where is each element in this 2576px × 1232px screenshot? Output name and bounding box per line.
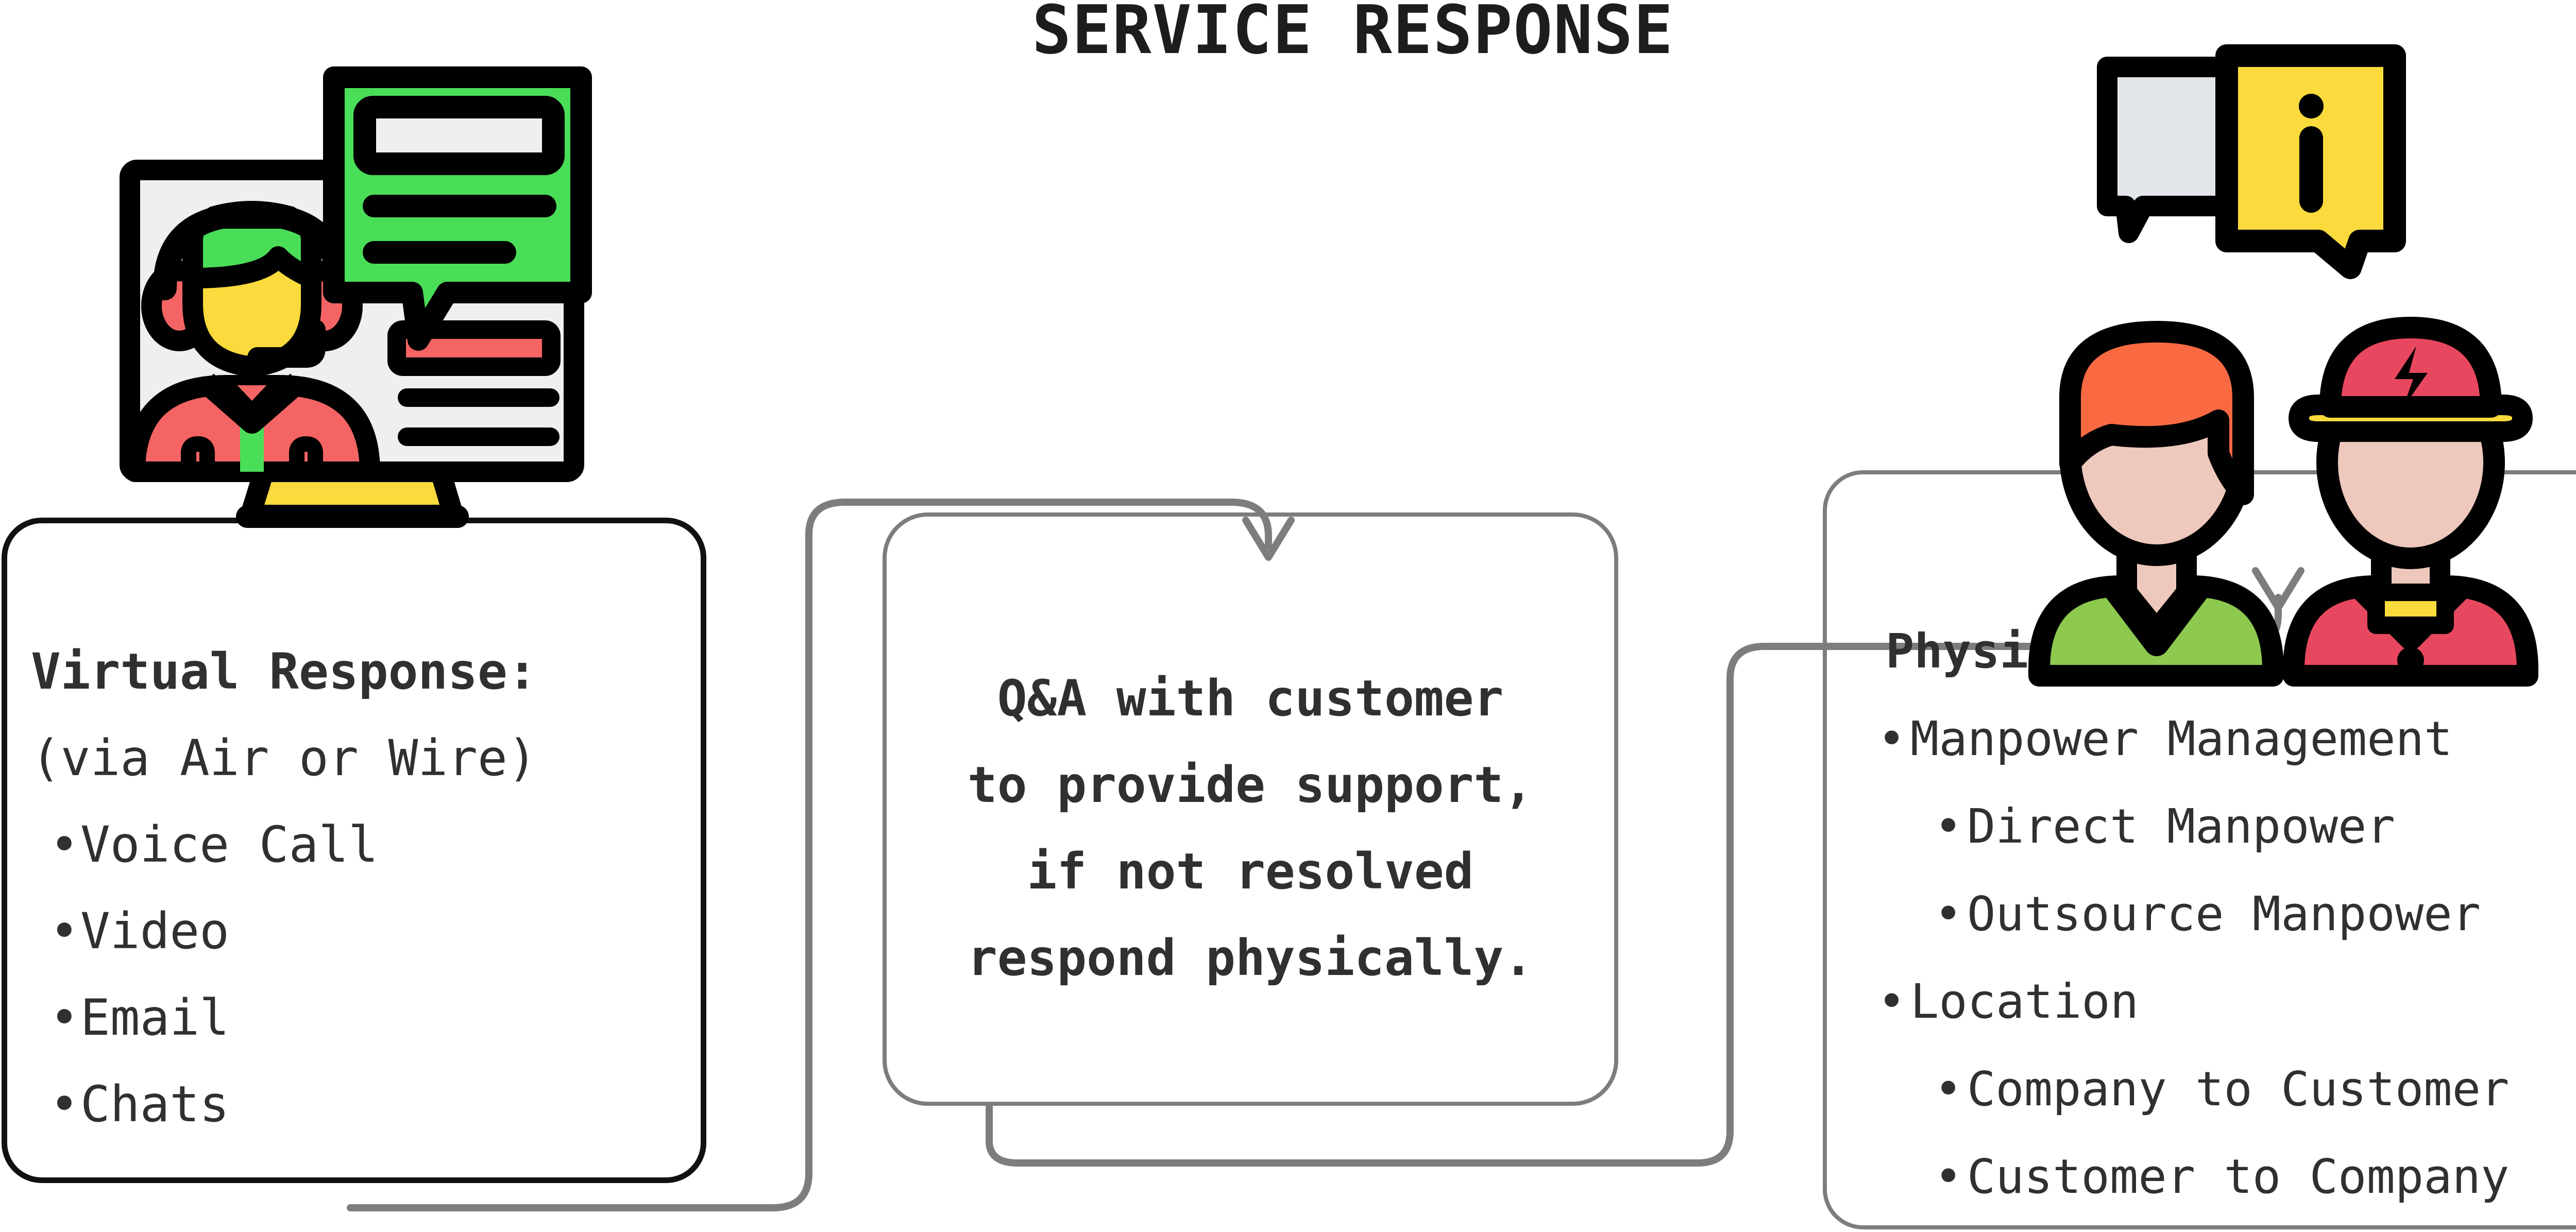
- list-item: Outsource Manpower: [1855, 870, 2576, 958]
- connector-virtual-to-qa: [347, 499, 1295, 1211]
- page-title: SERVICE RESPONSE: [1032, 0, 1674, 69]
- qa-line: if not resolved: [1027, 843, 1474, 900]
- list-item: Video: [31, 888, 675, 974]
- list-item: Email: [31, 974, 675, 1061]
- virtual-response-list: Voice Call Video Email Chats: [31, 801, 675, 1148]
- qa-line: Q&A with customer: [997, 670, 1504, 727]
- panel-qa-note: [883, 512, 1618, 1106]
- virtual-response-heading: Virtual Response:: [31, 643, 537, 700]
- list-item: Chats: [31, 1061, 675, 1148]
- qa-line: to provide support,: [967, 756, 1534, 814]
- virtual-response-subheading: (via Air or Wire): [31, 729, 537, 787]
- customer-avatar: [2028, 321, 2284, 687]
- virtual-response-content: Virtual Response: (via Air or Wire) Voic…: [31, 628, 675, 1148]
- list-item: Company to Customer: [1855, 1046, 2576, 1133]
- list-item: Direct Manpower: [1855, 783, 2576, 870]
- list-item: Location: [1855, 958, 2576, 1046]
- qa-line: respond physically.: [967, 929, 1534, 987]
- customer-support-agent-monitor-icon: [120, 66, 592, 528]
- arrowhead-down-icon: [2252, 567, 2304, 611]
- customer-and-technician-icon: [2028, 44, 2538, 687]
- physical-response-list: Manpower Management Direct Manpower Outs…: [1855, 695, 2576, 1221]
- arrowhead-down-icon: [1242, 517, 1295, 561]
- technician-avatar: [2283, 317, 2538, 687]
- list-item: Manpower Management: [1855, 695, 2576, 783]
- list-item: Voice Call: [31, 801, 675, 888]
- qa-note-content: Q&A with customer to provide support, if…: [903, 655, 1598, 1001]
- list-item: Customer to Company: [1855, 1133, 2576, 1221]
